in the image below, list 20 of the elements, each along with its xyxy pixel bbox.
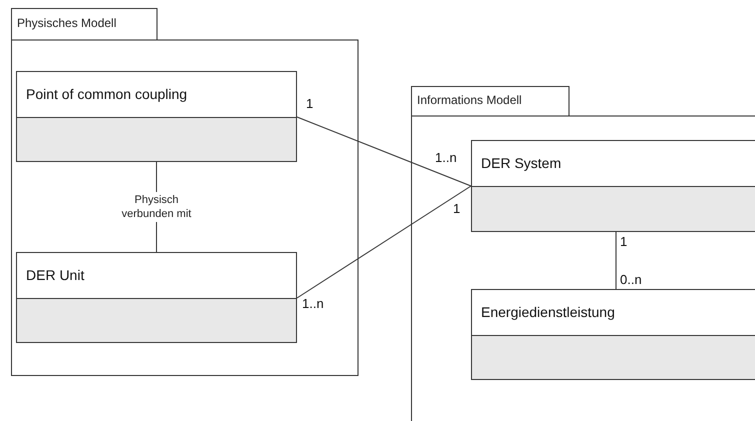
class-name: Point of common coupling [26,86,188,102]
class-name: Energiedienstleistung [481,304,615,320]
association-line [296,116,472,186]
multiplicity-label: 1 [306,96,314,111]
class-box [16,252,297,343]
multiplicity-label: 0..n [620,272,642,287]
class-box [471,140,755,232]
class-name: DER System [481,155,562,171]
class-name: DER Unit [26,267,84,283]
package-frame [11,8,358,376]
multiplicity-label: 1 [453,201,460,216]
package-frame [411,86,755,421]
association-line [296,186,472,298]
package-title: Informations Modell [417,93,522,107]
multiplicity-label: 1..n [435,150,457,165]
multiplicity-label: 1..n [302,296,324,311]
multiplicity-label: 1 [620,234,628,249]
package-title: Physisches Modell [17,16,116,30]
class-box [471,289,755,380]
class-box [16,71,297,162]
